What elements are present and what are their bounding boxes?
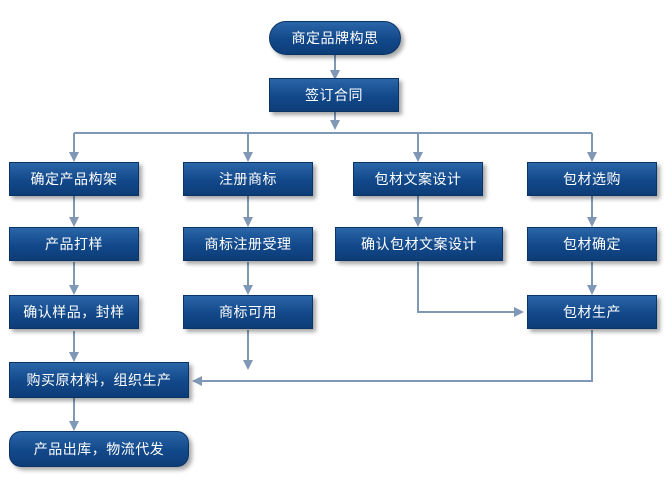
node-sign-contract: 签订合同 (269, 78, 399, 112)
node-confirm-product-frame-label: 确定产品构架 (30, 172, 118, 188)
node-buy-materials-organize-production-label: 购买原材料，组织生产 (26, 373, 172, 389)
node-packaging-production-label: 包材生产 (563, 305, 621, 321)
node-confirm-sample-seal: 确认样品，封样 (9, 295, 139, 329)
node-packaging-selection: 包材选购 (527, 162, 657, 196)
connector-confirm-to-production (417, 262, 524, 317)
node-product-sampling-label: 产品打样 (45, 237, 103, 253)
node-packaging-confirmed-label: 包材确定 (563, 237, 621, 253)
node-trademark-registration-accepted-label: 商标注册受理 (204, 237, 292, 253)
node-buy-materials-organize-production: 购买原材料，组织生产 (9, 362, 189, 398)
node-product-out-logistics-dispatch: 产品出库，物流代发 (9, 431, 189, 467)
node-register-trademark-label: 注册商标 (219, 172, 277, 188)
node-product-out-logistics-dispatch-label: 产品出库，物流代发 (33, 442, 165, 458)
node-sign-contract-label: 签订合同 (305, 88, 363, 104)
node-brand-concept: 商定品牌构思 (269, 21, 401, 55)
node-brand-concept-label: 商定品牌构思 (291, 31, 379, 47)
node-confirm-packaging-copy-design: 确认包材文案设计 (335, 227, 503, 261)
node-packaging-copy-design-label: 包材文案设计 (374, 172, 462, 188)
node-packaging-confirmed: 包材确定 (527, 227, 657, 261)
node-packaging-selection-label: 包材选购 (563, 172, 621, 188)
node-trademark-registration-accepted: 商标注册受理 (183, 227, 313, 261)
node-packaging-production: 包材生产 (527, 295, 657, 329)
node-confirm-product-frame: 确定产品构架 (9, 162, 139, 196)
connector-production-to-materials (192, 330, 593, 386)
node-confirm-sample-seal-label: 确认样品，封样 (23, 305, 125, 321)
node-product-sampling: 产品打样 (9, 227, 139, 261)
node-trademark-available: 商标可用 (183, 295, 313, 329)
node-confirm-packaging-copy-design-label: 确认包材文案设计 (361, 237, 477, 253)
node-packaging-copy-design: 包材文案设计 (353, 162, 483, 196)
node-trademark-available-label: 商标可用 (219, 305, 277, 321)
node-register-trademark: 注册商标 (183, 162, 313, 196)
